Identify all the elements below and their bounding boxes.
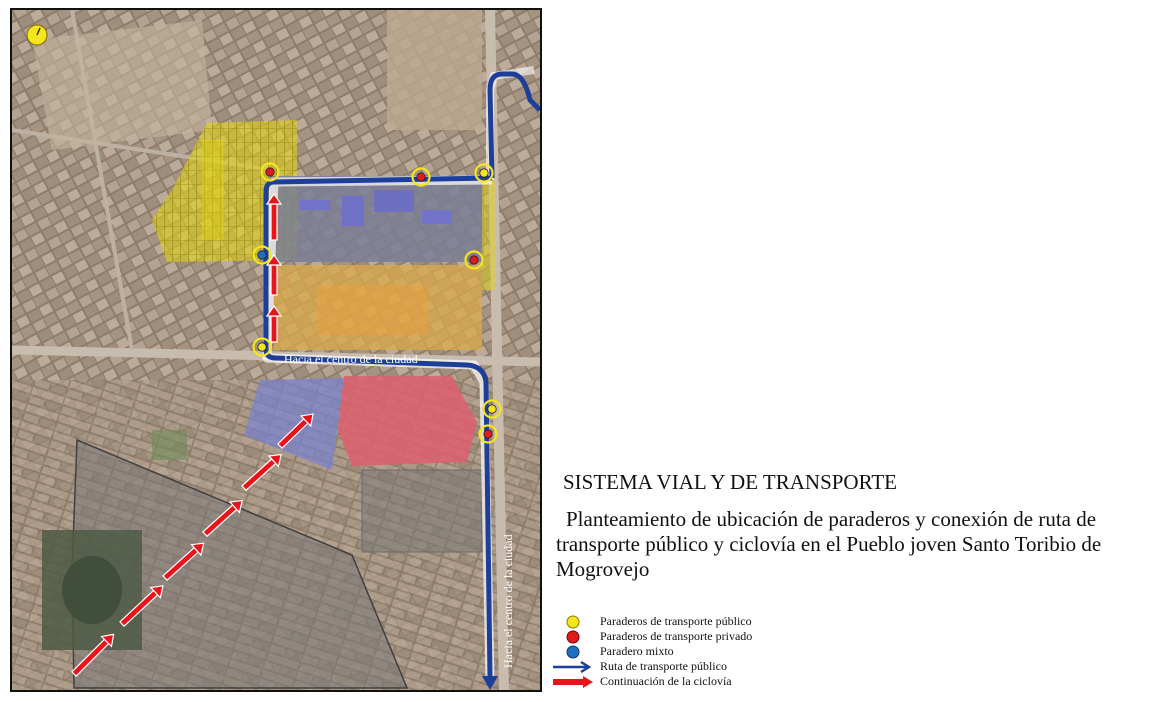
building (374, 190, 414, 212)
stop-marker-public (482, 399, 502, 419)
market-block (338, 376, 477, 466)
open-lot (32, 20, 212, 150)
stop-dot (487, 404, 497, 414)
legend-label: Paradero mixto (600, 644, 674, 658)
stop-marker-private (464, 250, 484, 270)
section-title: SISTEMA VIAL Y DE TRANSPORTE (563, 470, 897, 494)
label-center-vertical: Hacia el centro de la ciudad (501, 534, 515, 668)
building (300, 200, 330, 210)
small-park (152, 430, 187, 460)
red-circle-icon (549, 629, 597, 644)
commercial-block (274, 265, 482, 350)
blue-arrow-icon (549, 659, 597, 674)
legend: Paraderos de transporte público Paradero… (549, 614, 849, 689)
commercial-block-inner (317, 285, 427, 335)
blue-circle-icon (549, 644, 597, 659)
legend-item: Paradero mixto (549, 644, 849, 659)
transit-route-line (263, 175, 493, 679)
stop-marker-private (411, 167, 431, 187)
legend-label: Continuación de la ciclovía (600, 674, 732, 688)
legend-label: Paraderos de transporte privado (600, 629, 753, 643)
map-canvas: Hacia el centro de la ciudad Hacia el ce… (12, 10, 540, 690)
stop-ring (252, 337, 272, 357)
stop-marker-public (474, 163, 494, 183)
stop-dot (416, 172, 426, 182)
yellow-circle-icon (549, 614, 597, 629)
stop-ring (464, 250, 484, 270)
open-lot (387, 10, 482, 130)
stops-layer (252, 162, 502, 444)
stop-ring (260, 162, 280, 182)
bike-lane (71, 192, 314, 677)
legend-item: Paraderos de transporte privado (549, 629, 849, 644)
legend-label: Paraderos de transporte público (600, 614, 752, 628)
stop-dot (483, 429, 493, 439)
transit-route-arrowhead (482, 676, 498, 690)
north-indicator (26, 24, 48, 46)
legend-item: Ruta de transporte público (549, 659, 849, 674)
legend-item: Paraderos de transporte público (549, 614, 849, 629)
stop-marker-private (260, 162, 280, 182)
stop-dot (257, 342, 267, 352)
building (342, 196, 364, 226)
stop-ring (478, 424, 498, 444)
building (422, 210, 452, 224)
stop-ring (474, 163, 494, 183)
transit-route-north (487, 71, 540, 179)
title-block: SISTEMA VIAL Y DE TRANSPORTE Planteamien… (556, 470, 1146, 582)
legend-item: Continuación de la ciclovía (549, 674, 849, 689)
green-strip (482, 180, 496, 290)
stop-ring (411, 167, 431, 187)
stop-ring (252, 245, 272, 265)
residential-zone-strip (202, 140, 224, 240)
stop-dot (469, 255, 479, 265)
residential-zone (152, 120, 297, 262)
stop-dot (479, 168, 489, 178)
legend-label: Ruta de transporte público (600, 659, 727, 673)
stadium-block (361, 469, 483, 553)
stop-dot (257, 250, 267, 260)
sports-block (244, 378, 344, 470)
stop-marker-private (478, 424, 498, 444)
satellite-map: Hacia el centro de la ciudad Hacia el ce… (10, 8, 542, 692)
park-pond (62, 556, 122, 624)
stop-dot (265, 167, 275, 177)
stop-marker-public (252, 337, 272, 357)
red-arrow-icon (549, 674, 597, 689)
stop-ring (482, 399, 502, 419)
section-description: Planteamiento de ubicación de paraderos … (556, 507, 1102, 581)
stop-marker-mixed (252, 245, 272, 265)
label-center-horizontal: Hacia el centro de la ciudad (284, 352, 418, 366)
